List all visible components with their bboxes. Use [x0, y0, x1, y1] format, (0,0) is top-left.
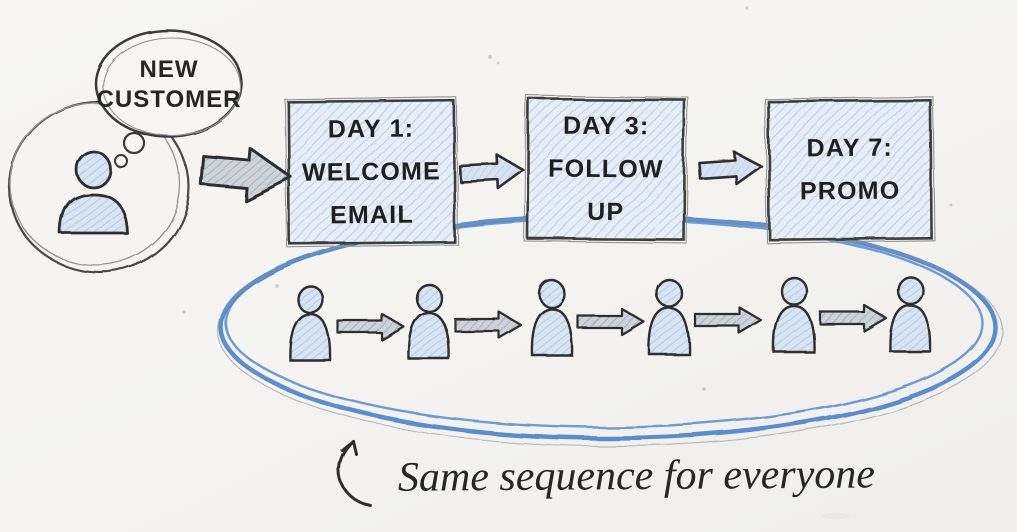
audience-arrow-icon	[693, 305, 763, 335]
new-customer-bubble-label: NEW CUSTOMER	[96, 50, 242, 120]
step-box-1	[284, 96, 459, 248]
customer-flow-arrow-icon	[199, 146, 294, 203]
step-line: DAY 3:	[562, 111, 650, 140]
step-line: FOLLOW	[548, 154, 664, 183]
step-boxes	[284, 94, 936, 248]
audience-person-6	[888, 275, 932, 353]
audience-group	[288, 275, 932, 362]
bubble-line: CUSTOMER	[96, 86, 242, 113]
person-icon	[58, 149, 129, 235]
paper-specks	[182, 6, 953, 519]
audience-arrow-icon	[818, 303, 888, 333]
thought-bubble-dot-large	[122, 131, 146, 155]
caption-arrow-icon	[337, 439, 372, 507]
step-arrows	[458, 150, 763, 191]
caption-text: Same sequence for everyone	[397, 451, 876, 501]
audience-person-5	[772, 276, 816, 354]
audience-person-1	[288, 284, 332, 362]
step-2-label: DAY 3: FOLLOW UP	[528, 98, 685, 239]
step-line: PROMO	[799, 176, 901, 206]
step-line: EMAIL	[329, 200, 414, 229]
step-line: WELCOME	[301, 156, 442, 187]
step-1-label: DAY 1: WELCOME EMAIL	[288, 100, 454, 244]
step-line: UP	[587, 197, 625, 226]
step-line: DAY 1:	[327, 114, 415, 143]
step-3-label: DAY 7: PROMO	[768, 100, 931, 239]
audience-arrow-icon	[453, 310, 523, 340]
audience-person-4	[647, 278, 691, 356]
audience-person-2	[407, 283, 451, 361]
audience-person-3	[530, 279, 574, 357]
step-arrow-icon-2	[697, 150, 763, 185]
audience-arrow-icon	[336, 312, 406, 342]
highlight-ellipse	[217, 213, 1003, 447]
step-box-2	[523, 94, 689, 244]
step-box-3	[764, 96, 936, 244]
thought-bubble-dot-small	[114, 154, 128, 168]
bubble-line: NEW	[139, 56, 199, 83]
step-arrow-icon-1	[458, 153, 526, 191]
audience-arrow-icon	[576, 307, 646, 337]
step-line: DAY 7:	[806, 133, 894, 163]
thought-bubble	[94, 29, 244, 168]
audience-arrows	[336, 303, 888, 342]
